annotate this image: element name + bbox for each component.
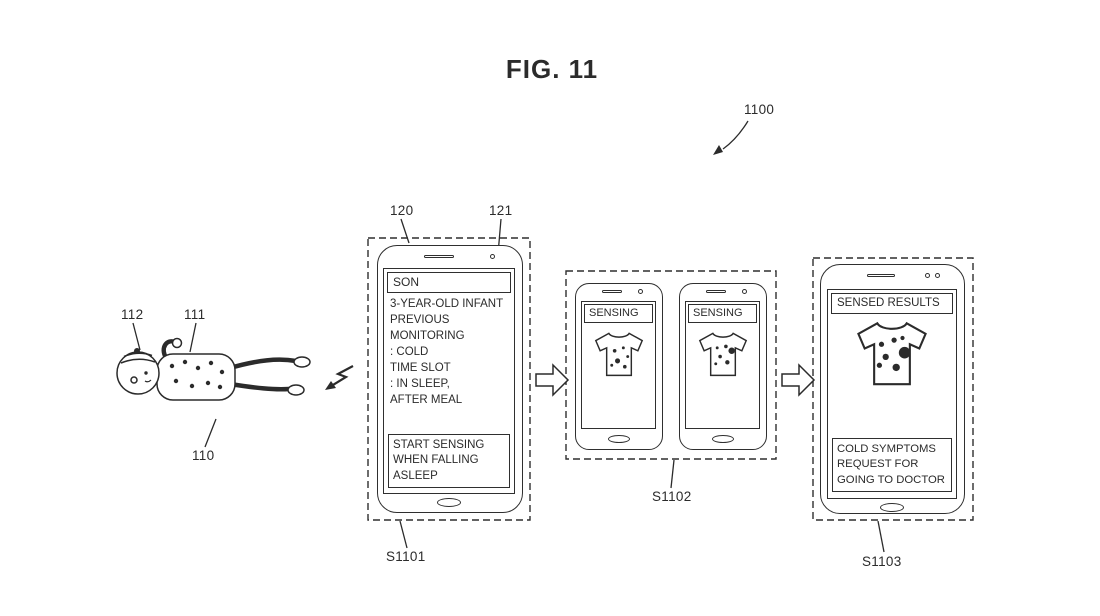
- result-line: COLD SYMPTOMS: [837, 442, 936, 455]
- infant-foot: [293, 356, 311, 368]
- sensing-header-right: SENSING: [688, 304, 757, 323]
- sensing-screen-right: SENSING: [685, 301, 760, 429]
- ref-1100: 1100: [744, 102, 775, 117]
- step-label-s1101: S1101: [386, 549, 426, 564]
- info-line: : IN SLEEP,: [390, 378, 450, 390]
- button-line: ASLEEP: [393, 469, 438, 482]
- home-button: [880, 503, 904, 512]
- infant-mouth: [144, 379, 152, 383]
- tshirt-icon: [698, 332, 747, 377]
- infant-sensor-dots: [169, 359, 225, 390]
- sensing-phone-left: SENSING: [575, 283, 663, 450]
- ref-110: 110: [192, 448, 215, 463]
- signal-lightning-icon: [325, 365, 354, 390]
- info-line: MONITORING: [390, 330, 465, 342]
- info-line: : COLD: [390, 346, 429, 358]
- stain-dots: [713, 344, 735, 366]
- figure-title: FIG. 11: [505, 54, 599, 84]
- info-line: AFTER MEAL: [390, 394, 463, 406]
- flow-arrow-2-icon: [781, 363, 816, 397]
- result-phone: SENSED RESULTS COLD SYMPTOMS REQUEST FOR…: [820, 264, 965, 514]
- speaker-line-icon: [706, 290, 726, 293]
- speaker-line-icon: [867, 274, 895, 277]
- ref-120: 120: [390, 203, 414, 218]
- infant-figure: [116, 337, 311, 401]
- leader-120: [400, 218, 410, 244]
- button-line: WHEN FALLING: [393, 454, 479, 466]
- leader-s1102: [670, 459, 675, 489]
- home-button: [608, 435, 630, 443]
- sensing-header-left: SENSING: [584, 304, 653, 323]
- leader-1100: [722, 120, 749, 150]
- leader-s1103: [877, 520, 885, 553]
- ref-111: 111: [184, 307, 206, 322]
- flow-arrow-1-icon: [535, 363, 570, 397]
- leader-111: [189, 322, 197, 353]
- result-line: REQUEST FOR: [837, 458, 919, 470]
- stain-dots: [609, 346, 629, 369]
- ref-112: 112: [121, 307, 144, 322]
- ref-121: 121: [489, 203, 513, 218]
- home-button: [712, 435, 734, 443]
- infant-body: [156, 353, 236, 401]
- result-line: GOING TO DOCTOR: [837, 473, 945, 486]
- infant-foot: [287, 384, 305, 396]
- stain-dots: [876, 335, 911, 372]
- leader-s1101: [399, 520, 408, 549]
- infant-cap-pom: [134, 348, 140, 354]
- speaker-line-icon: [602, 290, 622, 293]
- son-header: SON: [387, 272, 511, 293]
- sensing-screen-left: SENSING: [581, 301, 656, 429]
- tshirt-icon: [594, 332, 643, 377]
- home-button: [437, 498, 461, 507]
- infant-ear: [130, 376, 138, 384]
- start-sensing-button: START SENSING WHEN FALLING ASLEEP: [388, 433, 510, 488]
- step-label-s1103: S1103: [862, 554, 902, 569]
- tshirt-icon: [857, 321, 927, 386]
- infant-cap-edge: [120, 358, 156, 364]
- camera-dot-icon: [638, 289, 643, 294]
- speaker-line-icon: [424, 255, 454, 258]
- leader-112: [132, 322, 141, 351]
- info-line: TIME SLOT: [390, 362, 451, 374]
- leader-110: [204, 418, 217, 448]
- button-line: START SENSING: [393, 438, 485, 451]
- sensing-phone-right: SENSING: [679, 283, 767, 450]
- result-text-box: COLD SYMPTOMS REQUEST FOR GOING TO DOCTO…: [832, 437, 952, 492]
- infant-hand: [171, 337, 183, 349]
- camera-dot-icon: [742, 289, 747, 294]
- step-label-s1102: S1102: [652, 489, 692, 504]
- infant-cap-stripe: [123, 352, 153, 358]
- leader-1100-arrowhead: [713, 145, 723, 155]
- result-screen: SENSED RESULTS COLD SYMPTOMS REQUEST FOR…: [827, 289, 957, 499]
- info-line: 3-YEAR-OLD INFANT: [390, 298, 504, 310]
- camera-dot-icon: [490, 254, 495, 259]
- result-header: SENSED RESULTS: [831, 293, 953, 314]
- camera-dot-icon: [935, 273, 940, 278]
- info-line: PREVIOUS: [390, 314, 450, 326]
- infant-eye: [144, 371, 148, 375]
- camera-dot-icon: [925, 273, 930, 278]
- son-phone-screen: SON 3-YEAR-OLD INFANT PREVIOUS MONITORIN…: [383, 268, 515, 494]
- infant-head: [116, 351, 160, 395]
- son-phone: SON 3-YEAR-OLD INFANT PREVIOUS MONITORIN…: [377, 245, 523, 513]
